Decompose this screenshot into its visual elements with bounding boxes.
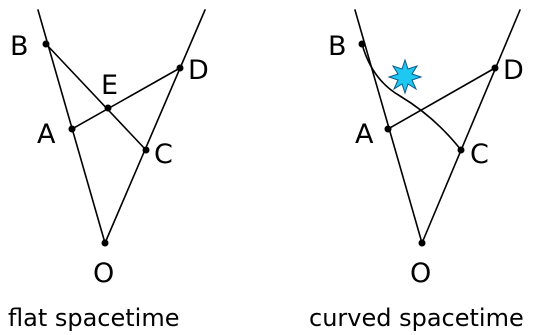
label-o: O (410, 258, 431, 289)
point-e (104, 104, 112, 112)
point-d (491, 64, 499, 72)
point-c (457, 146, 465, 154)
worldline-right (104, 9, 206, 244)
label-c: C (154, 139, 173, 170)
label-c: C (470, 139, 489, 170)
label-b: B (10, 31, 29, 62)
label-a: A (37, 119, 56, 150)
point-d (176, 64, 184, 72)
label-d: D (188, 55, 209, 86)
point-c (142, 146, 150, 154)
flat-spacetime-panel: B E D A C O flat spacetime (8, 9, 209, 332)
label-e: E (101, 70, 118, 101)
light-ray-b-to-c (45, 43, 147, 151)
light-ray-a-to-d (71, 67, 181, 130)
point-a (384, 125, 392, 133)
point-a (68, 125, 76, 133)
star-burst-icon (387, 58, 423, 95)
point-b (42, 40, 50, 48)
label-d: D (503, 55, 524, 86)
light-ray-a-to-d (387, 67, 496, 130)
worldline-right (421, 9, 521, 244)
point-b (358, 40, 366, 48)
curved-spacetime-panel: B D A C O curved spacetime (309, 9, 524, 332)
point-o (101, 239, 109, 247)
light-ray-b-to-c-curved (361, 43, 462, 151)
label-a: A (355, 119, 374, 150)
label-o: O (93, 258, 114, 289)
caption-curved-spacetime: curved spacetime (309, 304, 524, 332)
caption-flat-spacetime: flat spacetime (8, 304, 180, 332)
label-b: B (328, 31, 347, 62)
point-o (418, 239, 426, 247)
